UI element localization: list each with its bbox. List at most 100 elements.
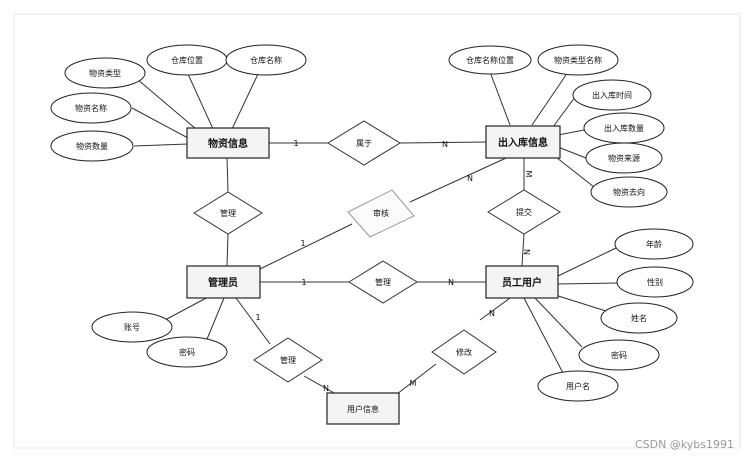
attribute-cr-quxiang: 物资去向	[590, 176, 668, 208]
attribute-yg-xingming: 姓名	[600, 302, 678, 334]
attribute-cr-wuzi-leixing-mingcheng: 物资类型名称	[537, 44, 619, 76]
relationship-xiugai: 修改	[431, 329, 497, 375]
edge-wuzi-cangku-mingcheng	[231, 73, 259, 130]
entity-yuangong-yonghu: 员工用户	[485, 265, 559, 299]
attribute-label: 仓库名称位置	[466, 55, 514, 65]
entity-label: 用户信息	[347, 404, 379, 414]
attribute-label: 物资类型名称	[554, 55, 602, 65]
cardinality-label: 1	[301, 278, 306, 287]
cardinalities: 1 N 1 N M N 1 N 1 N N M	[255, 139, 533, 393]
edge-yg-yonghuming	[523, 297, 564, 374]
edge-shuyu-churuku	[399, 141, 489, 144]
attribute-cr-shuliang: 出入库数量	[583, 112, 665, 144]
relationship-label: 管理	[280, 355, 296, 365]
entity-label: 管理员	[208, 276, 238, 289]
relationships: 属于 管理 审核 提交 管理 管理 修改	[193, 120, 561, 383]
relationship-guanli-top: 管理	[193, 191, 263, 235]
edge-wuzi-mingcheng	[131, 107, 189, 139]
edge-cr-quxiang	[551, 153, 595, 188]
entity-yonghu-xinxi: 用户信息	[326, 392, 400, 425]
entity-label: 员工用户	[502, 276, 542, 289]
edge-yg-xingbie	[557, 282, 619, 285]
cardinality-label: N	[522, 249, 531, 255]
cardinality-label: M	[410, 379, 417, 388]
attribute-label: 密码	[611, 350, 627, 360]
attribute-label: 仓库名称	[250, 55, 282, 65]
cardinality-label: N	[489, 309, 495, 318]
attribute-cr-cangku-mingcheng-weizhi: 仓库名称位置	[448, 45, 532, 75]
relationship-shuyu: 属于	[327, 120, 401, 166]
cardinality-label: N	[448, 278, 454, 287]
edge-yg-mima	[534, 297, 583, 348]
edge-gly-mima	[204, 297, 225, 345]
edge-cr-leixing	[531, 71, 569, 126]
edge-tijiao-yuangong	[521, 233, 525, 267]
relationship-label: 审核	[373, 208, 389, 218]
edge-yg-xingming	[551, 293, 607, 312]
edge-guanliyuan-shenhe	[257, 223, 353, 271]
edge-wuzi-cangku-weizhi	[187, 73, 214, 130]
edge-wuzi-shuliang	[133, 143, 189, 147]
attribute-label: 物资名称	[75, 103, 107, 113]
attribute-wuzi-shuliang: 物资数量	[50, 130, 134, 162]
attribute-label: 密码	[179, 347, 195, 357]
entities: 物资信息 出入库信息 管理员 员工用户 用户信息	[186, 125, 561, 425]
watermark: CSDN @kybs1991	[635, 438, 734, 451]
edge-shenhe-churuku	[409, 157, 507, 203]
attributes: 物资类型 仓库位置 仓库名称 物资名称 物资数量 仓库名称位置 物资类型名称	[50, 44, 694, 402]
edge-guanli-bottom-yonghu	[303, 375, 337, 395]
edge-xiugai-yonghu	[396, 363, 437, 395]
entity-wuzi-xinxi: 物资信息	[186, 127, 270, 159]
attribute-wuzi-leixing: 物资类型	[64, 57, 146, 89]
edge-wuzi-leixing	[129, 72, 197, 130]
relationship-tijiao: 提交	[487, 189, 561, 235]
attribute-label: 物资数量	[76, 141, 108, 151]
attribute-wuzi-mingcheng: 物资名称	[50, 92, 132, 124]
cardinality-label: N	[442, 140, 448, 149]
attribute-cr-laiyuan: 物资来源	[585, 142, 663, 174]
attribute-label: 出入库时间	[592, 90, 632, 100]
attribute-label: 用户名	[566, 381, 590, 391]
edge-yuangong-xiugai	[479, 297, 511, 321]
cardinality-label: 1	[300, 239, 305, 248]
edge-cr-shijian	[552, 96, 576, 128]
edge-gly-zhanghao	[164, 295, 211, 321]
cardinality-label: 1	[293, 139, 298, 148]
edge-cr-cangku	[489, 71, 511, 126]
entity-churuku-xinxi: 出入库信息	[485, 125, 561, 159]
attribute-yg-nianling: 年龄	[614, 228, 694, 260]
attribute-wuzi-cangku-weizhi: 仓库位置	[146, 44, 228, 76]
edge-guanli-guanliyuan	[226, 233, 229, 267]
attribute-label: 物资去向	[613, 187, 645, 197]
cardinality-label: M	[524, 171, 533, 178]
attribute-label: 性别	[647, 277, 663, 287]
cardinality-label: N	[467, 174, 473, 183]
entity-label: 物资信息	[208, 137, 248, 150]
relationship-label: 提交	[516, 207, 532, 217]
relationship-label: 管理	[375, 277, 391, 287]
relationship-guanli-mid: 管理	[348, 260, 418, 304]
edge-cr-shuliang	[557, 129, 585, 136]
attribute-label: 年龄	[646, 239, 662, 249]
edge-yg-nianling	[557, 246, 619, 277]
attribute-gly-zhanghao: 账号	[91, 311, 173, 343]
attribute-label: 物资来源	[608, 153, 640, 163]
edge-guanliyuan-guanli-bottom	[235, 297, 271, 345]
attribute-label: 仓库位置	[171, 55, 203, 65]
cardinality-label: N	[323, 384, 329, 393]
attribute-gly-mima: 密码	[146, 336, 228, 368]
relationship-label: 修改	[456, 347, 472, 357]
relationship-guanli-bottom: 管理	[253, 337, 323, 383]
attribute-label: 账号	[124, 323, 140, 332]
entity-label: 出入库信息	[498, 136, 548, 149]
relationship-label: 管理	[220, 208, 236, 218]
edge-cr-laiyuan	[557, 146, 587, 159]
attribute-label: 物资类型	[89, 68, 121, 78]
edge-wuzi-guanli	[226, 157, 229, 193]
cardinality-label: 1	[255, 313, 260, 322]
relationship-label: 属于	[356, 139, 372, 148]
attribute-wuzi-cangku-mingcheng: 仓库名称	[225, 44, 307, 76]
attribute-label: 出入库数量	[604, 123, 644, 133]
